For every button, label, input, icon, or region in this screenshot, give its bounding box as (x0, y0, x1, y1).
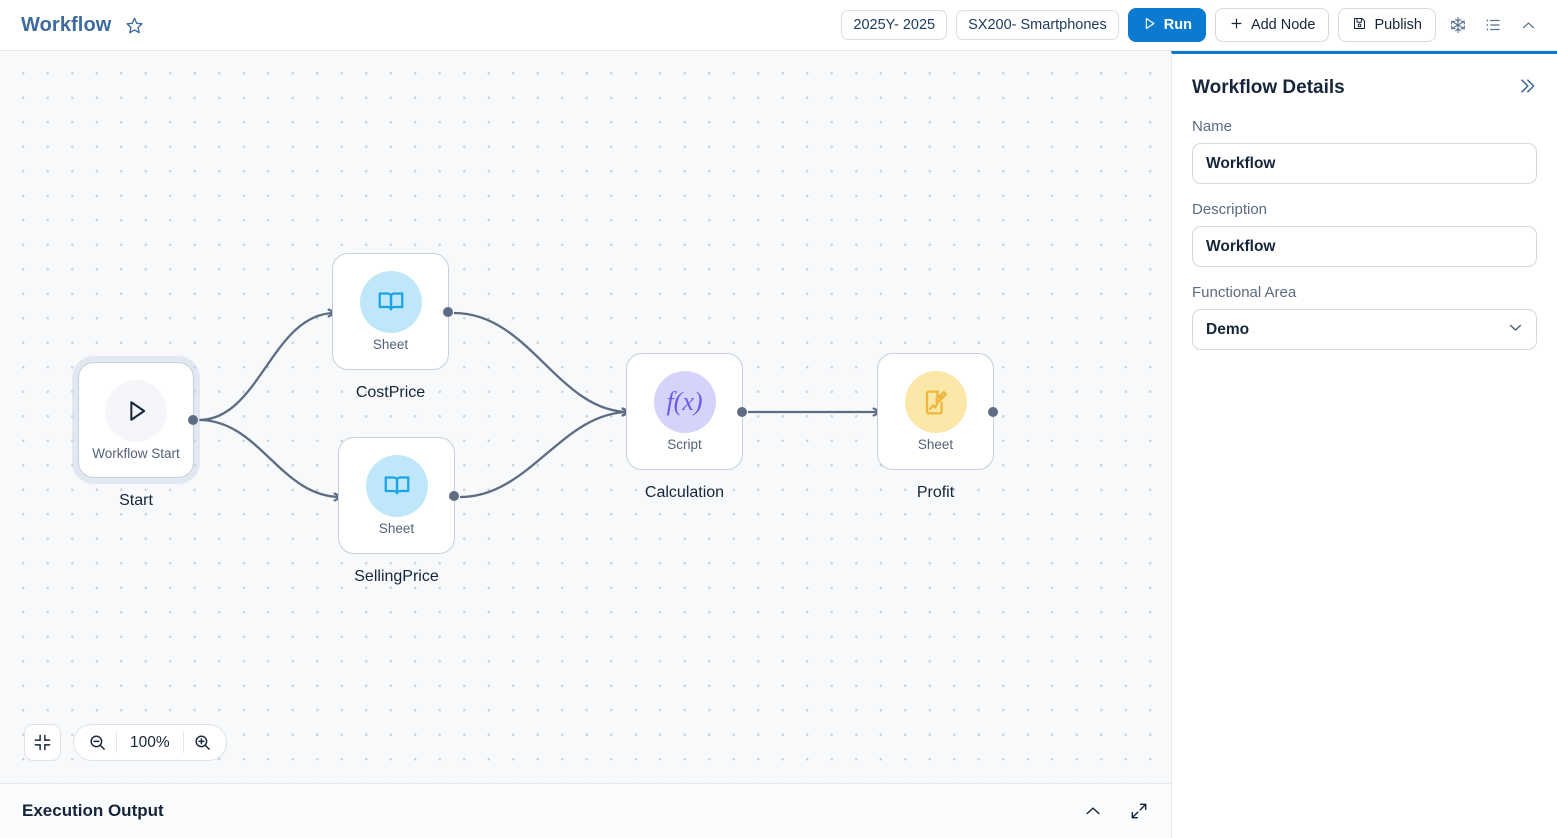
divider (182, 732, 184, 753)
functional-area-label: Functional Area (1192, 284, 1297, 301)
expand-icon[interactable] (1129, 801, 1149, 821)
execution-output-bar: Execution Output (0, 783, 1171, 838)
toolbar-actions: 2025Y- 2025 SX200- Smartphones Run Add N… (841, 8, 1557, 42)
publish-button[interactable]: Publish (1338, 8, 1436, 42)
node-start-output-port[interactable] (188, 415, 198, 425)
divider (116, 732, 117, 753)
node-calculation-box[interactable]: f(x) Script (626, 353, 747, 470)
node-costprice-box[interactable]: Sheet (332, 253, 453, 370)
book-icon (365, 455, 428, 517)
top-toolbar: Workflow 2025Y- 2025 SX200- Smartphones … (0, 0, 1557, 51)
list-icon[interactable] (1480, 10, 1506, 40)
add-node-button[interactable]: Add Node (1214, 8, 1330, 42)
page-title: Workflow (21, 13, 112, 36)
zoom-in-icon[interactable] (184, 725, 222, 760)
name-label: Name (1192, 118, 1233, 135)
chevron-up-icon[interactable] (1083, 801, 1103, 821)
panel-header: Workflow Details (1192, 76, 1537, 100)
node-profit[interactable]: Sheet Profit (877, 353, 998, 501)
node-sellingprice-box[interactable]: Sheet (338, 437, 459, 554)
panel-title: Workflow Details (1192, 77, 1345, 98)
add-node-label: Add Node (1250, 17, 1316, 33)
node-profit-label: Profit (916, 484, 955, 501)
execution-output-actions (1083, 801, 1149, 821)
node-sellingprice-label: SellingPrice (354, 568, 439, 585)
node-calculation-output-port[interactable] (737, 406, 747, 417)
node-profit-output-port[interactable] (988, 406, 998, 417)
run-button[interactable]: Run (1127, 8, 1206, 42)
node-sellingprice-subtitle: Sheet (378, 521, 415, 536)
node-costprice-label: CostPrice (355, 384, 426, 401)
node-sellingprice-output-port[interactable] (449, 490, 459, 501)
document-edit-icon (904, 371, 967, 433)
save-icon (1352, 16, 1367, 35)
function-icon: f(x) (653, 371, 716, 433)
node-profit-box[interactable]: Sheet (877, 353, 998, 470)
node-calculation-label: Calculation (644, 484, 725, 501)
description-input[interactable] (1192, 226, 1537, 267)
zoom-controls: 100% (24, 724, 227, 761)
field-name: Name (1192, 118, 1537, 184)
chevron-up-icon[interactable] (1515, 10, 1541, 40)
node-costprice[interactable]: Sheet CostPrice (332, 253, 453, 401)
execution-output-title: Execution Output (22, 801, 164, 820)
node-calculation[interactable]: f(x) Script Calculation (626, 353, 747, 501)
functional-area-select-wrap (1192, 309, 1537, 350)
plus-icon (1229, 16, 1244, 35)
run-label: Run (1163, 17, 1192, 33)
description-label: Description (1192, 201, 1268, 218)
book-icon (359, 271, 422, 333)
field-description: Description (1192, 201, 1537, 267)
publish-label: Publish (1374, 17, 1422, 33)
node-start-label: Start (119, 492, 153, 509)
field-functional-area: Functional Area (1192, 284, 1537, 350)
edge-layer (198, 51, 1171, 783)
zoom-level[interactable]: 100% (130, 733, 170, 751)
node-calculation-subtitle: Script (667, 437, 702, 452)
node-start-subtitle: Workflow Start (92, 445, 180, 461)
workflow-details-panel: Workflow Details Name Description Functi… (1171, 51, 1557, 838)
play-icon (1142, 16, 1157, 35)
zoom-group: 100% (73, 724, 227, 761)
title-group: Workflow (0, 14, 144, 37)
node-costprice-subtitle: Sheet (372, 337, 409, 352)
play-icon (105, 379, 167, 442)
chip-year[interactable]: 2025Y- 2025 (841, 10, 948, 40)
name-input[interactable] (1192, 143, 1537, 184)
node-profit-subtitle: Sheet (917, 437, 954, 452)
node-start[interactable]: Workflow Start Start (78, 362, 198, 509)
fit-to-screen-icon[interactable] (24, 724, 61, 761)
snowflake-icon[interactable] (1445, 10, 1471, 40)
chevrons-right-icon[interactable] (1517, 76, 1537, 100)
node-sellingprice[interactable]: Sheet SellingPrice (338, 437, 459, 585)
functional-area-select[interactable] (1192, 309, 1537, 350)
node-start-box[interactable]: Workflow Start (78, 362, 198, 478)
node-costprice-output-port[interactable] (443, 306, 453, 317)
zoom-out-icon[interactable] (78, 725, 116, 760)
chip-product[interactable]: SX200- Smartphones (956, 10, 1119, 40)
star-icon[interactable] (125, 16, 144, 35)
workflow-canvas[interactable]: Workflow Start Start Sheet CostPrice (0, 51, 1171, 783)
